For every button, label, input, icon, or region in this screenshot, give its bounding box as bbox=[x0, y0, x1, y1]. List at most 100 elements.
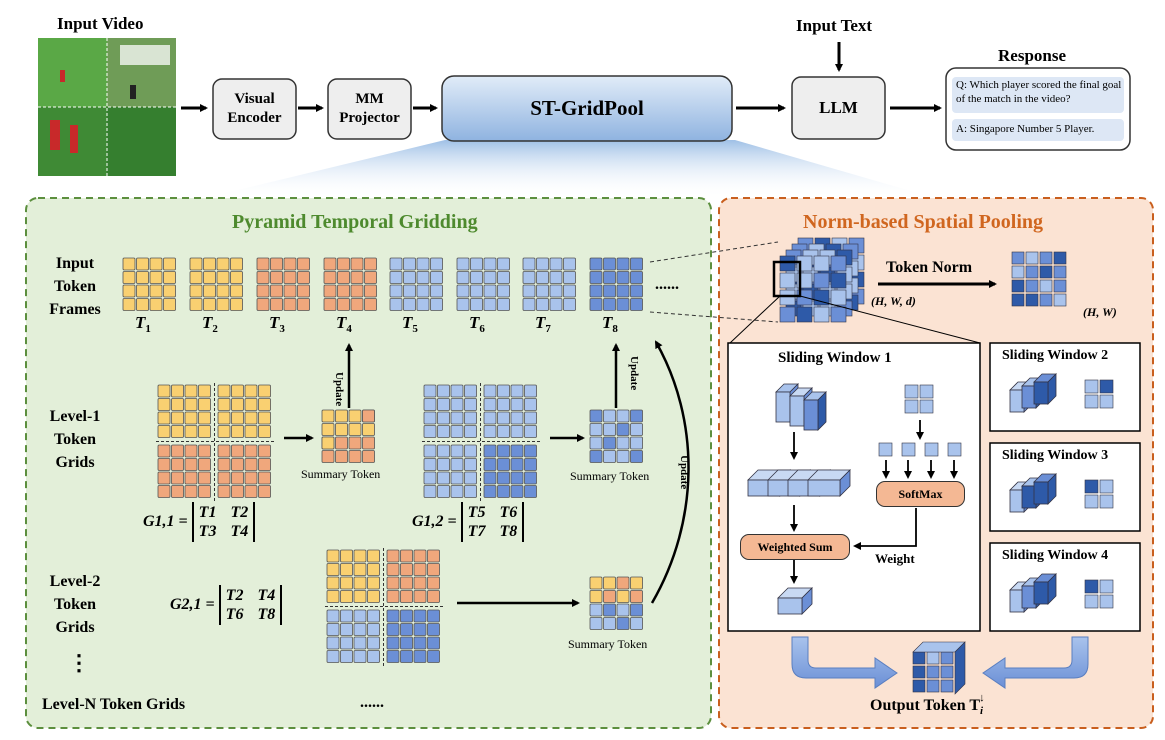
mm-projector-box bbox=[327, 78, 412, 140]
feature-tensor bbox=[772, 237, 865, 323]
matrix-cell: T7 bbox=[467, 523, 486, 540]
output-token-text: Output Token T bbox=[870, 697, 980, 714]
matrix-cell: T5 bbox=[467, 504, 486, 521]
update-label-2: Update bbox=[628, 356, 640, 391]
grid-g11-br bbox=[217, 444, 271, 498]
summary-token-label-3: Summary Token bbox=[568, 637, 648, 651]
st-gridpool-label: ST-GridPool bbox=[530, 96, 644, 120]
sw2-norm-grid bbox=[1084, 379, 1114, 409]
frame-label-8: T8 bbox=[602, 313, 618, 335]
vertical-dots: ⋮ bbox=[68, 650, 90, 675]
frame-label-2: T2 bbox=[202, 313, 218, 335]
input-token-frames-label: Input Token Frames bbox=[49, 255, 101, 318]
token-frame-2 bbox=[189, 257, 243, 311]
matrix-cell: T6 bbox=[499, 504, 518, 521]
token-frame-4 bbox=[323, 257, 377, 311]
grid-g21-br bbox=[386, 609, 440, 663]
sw2-token-c bbox=[1033, 373, 1057, 405]
hwd-label: (H, W, d) bbox=[871, 294, 916, 308]
matrix-cell: T4 bbox=[257, 587, 276, 604]
sw1-output-token bbox=[777, 587, 813, 615]
grid-g12-br bbox=[483, 444, 537, 498]
answer-text: A: Singapore Number 5 Player. bbox=[956, 123, 1095, 135]
sw1-norm-grid bbox=[878, 384, 962, 457]
sw3-norm-grid bbox=[1084, 479, 1114, 509]
weighted-sum-box: Weighted Sum bbox=[740, 534, 850, 560]
sw3-token-c bbox=[1033, 473, 1057, 505]
output-token-label: Output Token Ti↓ bbox=[870, 692, 989, 717]
grid-g11-bl bbox=[157, 444, 211, 498]
level2-label: Level-2 Token Grids bbox=[49, 573, 101, 636]
matrix-name: G1,2 = bbox=[412, 513, 457, 530]
frame-label-letter: T bbox=[535, 313, 546, 332]
softmax-box: SoftMax bbox=[876, 481, 965, 507]
summary-token-1 bbox=[321, 409, 375, 463]
token-frame-7 bbox=[522, 257, 576, 311]
sw1-arrows bbox=[790, 420, 958, 584]
sliding-window-3-box bbox=[989, 442, 1141, 532]
frame-label-letter: T bbox=[135, 313, 146, 332]
update-label-1: Update bbox=[333, 372, 345, 407]
frame-label-7: T7 bbox=[535, 313, 551, 335]
sw-zoom-left bbox=[729, 295, 781, 344]
token-frame-1 bbox=[122, 257, 176, 311]
matrix-cell: T1 bbox=[198, 504, 217, 521]
llm-label: LLM bbox=[819, 98, 858, 117]
grid-g12-bl bbox=[423, 444, 477, 498]
mm-projector-label: MM Projector bbox=[339, 91, 400, 126]
question-text: Q: Which player scored the final goal of… bbox=[956, 79, 1122, 105]
token-frame-3 bbox=[256, 257, 310, 311]
summary-token-2 bbox=[589, 409, 643, 463]
input-video-label: Input Video bbox=[57, 14, 144, 33]
left-arrows bbox=[284, 340, 690, 607]
frame-label-sub: 3 bbox=[279, 323, 285, 335]
response-label: Response bbox=[998, 46, 1067, 65]
summary-tokens bbox=[321, 409, 643, 630]
grid-g21-tr bbox=[386, 549, 440, 603]
frame-label-sub: 4 bbox=[346, 323, 352, 335]
output-token-stack bbox=[912, 641, 966, 695]
frame-label-5: T5 bbox=[402, 313, 418, 335]
top-arrows bbox=[181, 42, 942, 112]
frame-label-sub: 6 bbox=[479, 323, 485, 335]
matrix-cell: T8 bbox=[499, 523, 518, 540]
output-token-sup: ↓ bbox=[979, 692, 985, 704]
frames-ellipsis: ...... bbox=[655, 276, 679, 293]
summary-token-label-1: Summary Token bbox=[301, 467, 381, 481]
temporal-panel-title: Pyramid Temporal Gridding bbox=[232, 211, 478, 233]
visual-encoder-label: Visual Encoder bbox=[227, 91, 282, 126]
frame-label-letter: T bbox=[469, 313, 480, 332]
grid-g12-tl bbox=[423, 384, 477, 438]
sw4-norm-grid bbox=[1084, 579, 1114, 609]
level2-grids bbox=[325, 548, 443, 666]
matrix-cell: T4 bbox=[230, 523, 249, 540]
output-token-sub: i bbox=[980, 705, 984, 717]
sliding-window-1-label: Sliding Window 1 bbox=[778, 350, 892, 366]
frame-label-sub: 2 bbox=[212, 323, 218, 335]
visual-encoder-box bbox=[212, 78, 297, 140]
weight-label: Weight bbox=[875, 551, 915, 566]
frame-label-sub: 8 bbox=[612, 323, 618, 335]
matrix-cell: T3 bbox=[198, 523, 217, 540]
input-text-label: Input Text bbox=[796, 16, 873, 35]
answer-bubble bbox=[952, 119, 1124, 141]
sliding-window-contents bbox=[747, 373, 1114, 615]
zoom-line-top bbox=[649, 241, 779, 263]
grid-g21-bl bbox=[326, 609, 380, 663]
level1-label: Level-1 Token Grids bbox=[49, 408, 101, 471]
grid-g11-tr bbox=[217, 384, 271, 438]
frame-label-letter: T bbox=[202, 313, 213, 332]
frame-label-6: T6 bbox=[469, 313, 485, 335]
frame-label-sub: 1 bbox=[145, 323, 151, 335]
frame-label-3: T3 bbox=[269, 313, 285, 335]
matrix-cell: T2 bbox=[230, 504, 249, 521]
frame-label-letter: T bbox=[402, 313, 413, 332]
zoom-line-bottom bbox=[649, 311, 779, 323]
token-frame-5 bbox=[389, 257, 443, 311]
grid-g12-tr bbox=[483, 384, 537, 438]
